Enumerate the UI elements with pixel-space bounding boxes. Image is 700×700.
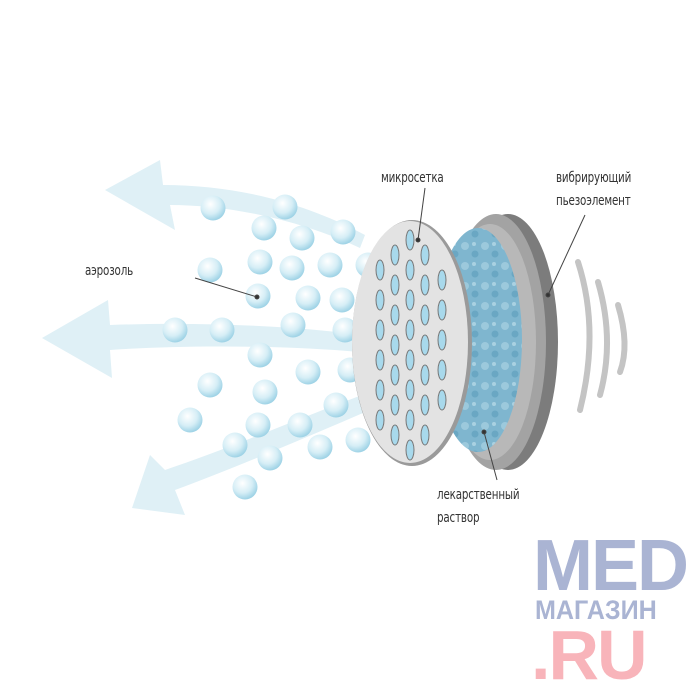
mesh-hole [405,289,415,311]
mesh-hole [390,274,400,296]
label-piezo-line2: пьезоэлемент [556,193,631,209]
droplet [245,412,271,438]
droplet [257,445,283,471]
droplet [279,255,305,281]
label-piezo-line1: вибрирующий [556,170,632,186]
mesh-hole [405,409,415,431]
mesh-hole [420,244,430,266]
label-micromesh: микросетка [381,170,444,186]
droplet [209,317,235,343]
mesh-hole [390,364,400,386]
mesh-hole [375,379,385,401]
droplet [295,359,321,385]
mesh-hole [390,424,400,446]
arrow-middle [42,300,360,378]
mesh-hole [437,269,447,291]
mesh-hole [390,334,400,356]
droplet [317,252,343,278]
label-solution-line1: лекарственный [437,487,520,503]
droplet [232,474,258,500]
droplet [307,434,333,460]
mesh-hole [420,394,430,416]
logo-magazin: МАГАЗИН [535,595,657,625]
droplet [323,392,349,418]
micromesh [352,220,472,466]
droplet [197,257,223,283]
droplet [345,427,371,453]
droplet [200,195,226,221]
mesh-hole [420,424,430,446]
droplet [247,342,273,368]
droplet [289,225,315,251]
mesh-hole [405,259,415,281]
mesh-hole [420,334,430,356]
mesh-hole [390,394,400,416]
mesh-hole [437,329,447,351]
mesh-hole [375,319,385,341]
droplet [287,412,313,438]
droplet [222,432,248,458]
mesh-hole [405,229,415,251]
mesh-hole [375,259,385,281]
mesh-hole [390,304,400,326]
droplet [329,287,355,313]
mesh-hole [420,274,430,296]
droplet [330,219,356,245]
leader-lines [194,187,586,481]
droplet [197,372,223,398]
mesh-hole [405,349,415,371]
mesh-hole [437,389,447,411]
mesh-hole [420,304,430,326]
mesh-hole [375,409,385,431]
droplet [272,194,298,220]
droplet [162,317,188,343]
mesh-hole [390,244,400,266]
mesh-hole [405,439,415,461]
mesh-hole [405,319,415,341]
arrow-top [105,160,365,248]
mesh-hole [437,359,447,381]
logo-ru: .RU [531,616,648,694]
droplet [251,215,277,241]
droplet [280,312,306,338]
mesh-hole [420,364,430,386]
mesh-hole [375,349,385,371]
mesh-hole [375,289,385,311]
logo-med: MED [533,526,689,606]
label-solution-line2: раствор [437,510,480,526]
mesh-hole [405,379,415,401]
label-aerosol: аэрозоль [85,263,134,279]
vibration-waves [575,259,628,413]
mesh-hole [437,299,447,321]
droplet [295,285,321,311]
droplet [252,379,278,405]
droplet [247,249,273,275]
droplet [177,407,203,433]
droplet [332,317,358,343]
aerosol-droplets [162,194,381,500]
